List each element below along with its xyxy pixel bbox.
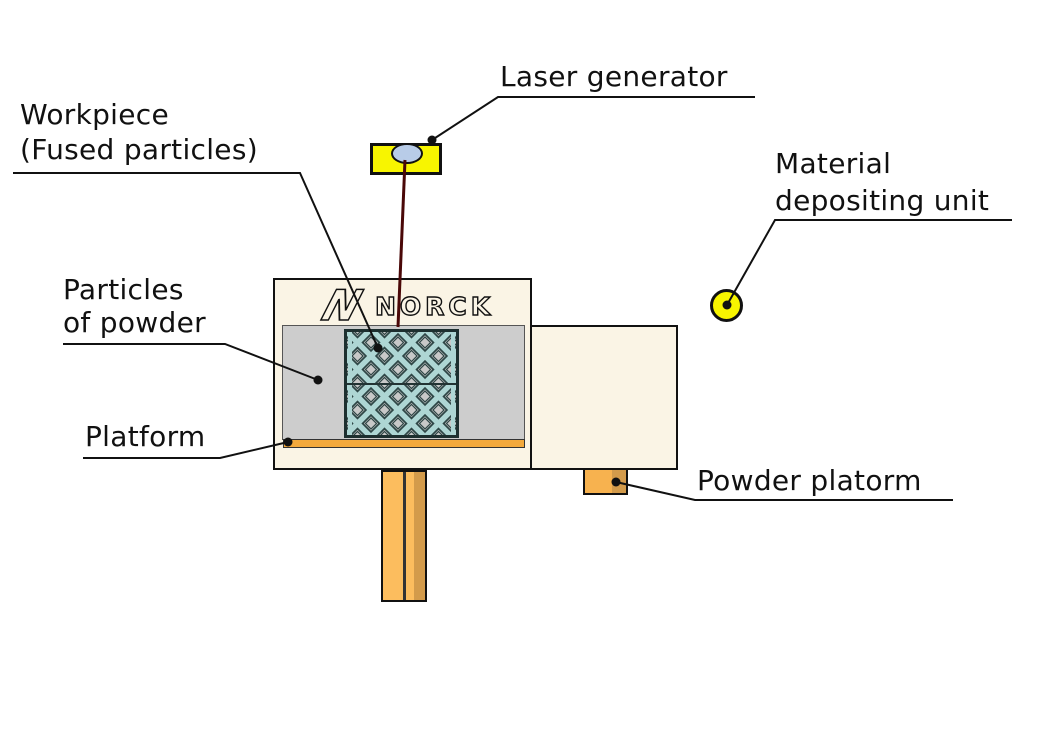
platform-piston-column — [381, 470, 427, 602]
norck-logo-text: NORCK — [375, 292, 494, 321]
powder-reservoir-housing — [530, 325, 678, 470]
workpiece-label: Workpiece (Fused particles) — [20, 97, 258, 167]
particles-label-line2: of powder — [63, 306, 206, 339]
particles-label-line1: Particles — [63, 273, 184, 306]
powder-platform-piston — [583, 468, 628, 495]
workpiece-lattice — [344, 329, 459, 438]
laser-lens — [391, 143, 423, 164]
platform-label: Platform — [85, 420, 206, 453]
material-depositing-unit-circle — [710, 289, 743, 322]
norck-logo: N NORCK — [311, 282, 494, 326]
leader-laser-generator — [431, 96, 755, 141]
material-label-line1: Material — [775, 147, 892, 180]
material-label-line2: depositing unit — [775, 184, 990, 217]
powder-platform-label: Powder platorm — [697, 464, 922, 497]
workpiece-label-line2: (Fused particles) — [20, 133, 258, 166]
leader-material-unit — [726, 219, 1012, 306]
laser-generator-label: Laser generator — [500, 60, 728, 93]
particles-of-powder-label: Particles of powder — [63, 273, 206, 339]
norck-logo-mark: N — [312, 282, 372, 326]
workpiece-label-line1: Workpiece — [20, 98, 170, 131]
build-platform — [283, 439, 525, 448]
material-depositing-unit-label: Material depositing unit — [775, 145, 989, 219]
